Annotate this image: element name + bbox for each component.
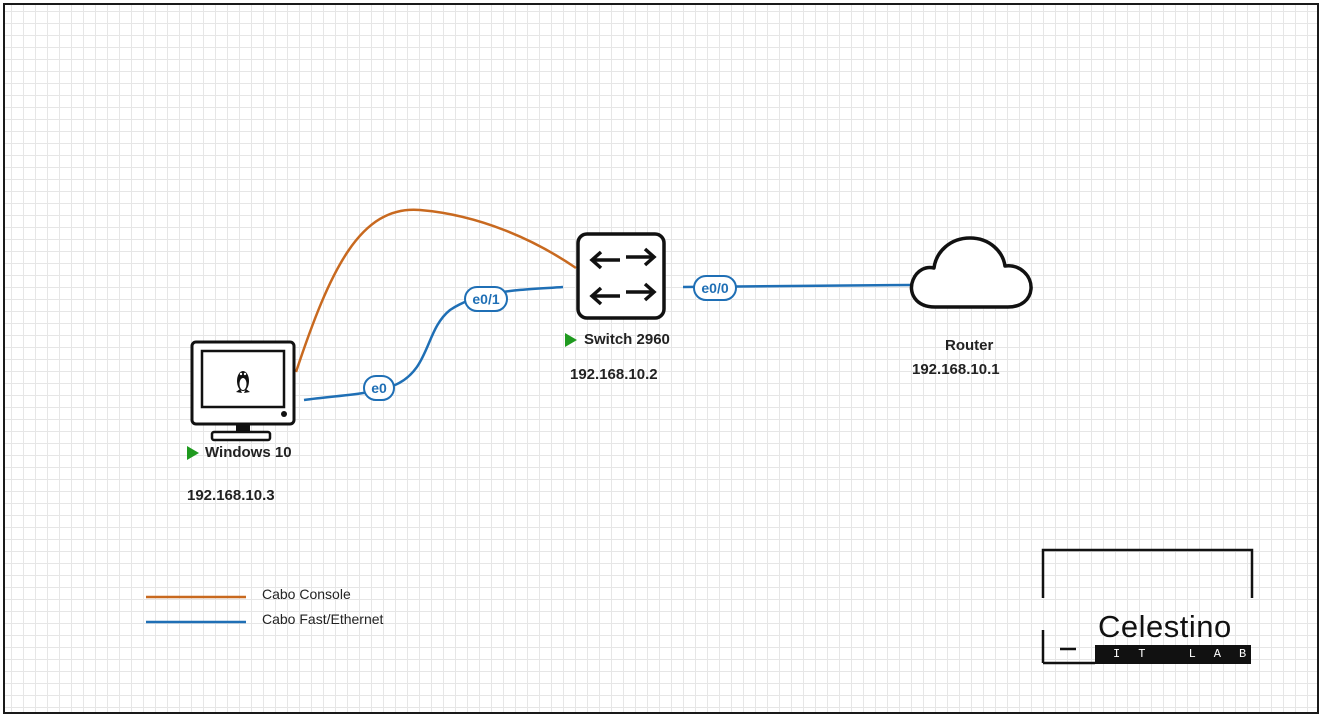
- logo-title: Celestino: [1098, 609, 1232, 644]
- linux-tux-icon: [236, 371, 250, 393]
- router-name: Router: [945, 337, 994, 354]
- port-label-e0-0[interactable]: e0/0: [693, 275, 737, 301]
- pc-name: Windows 10: [205, 444, 292, 461]
- pc-running-indicator: [187, 446, 199, 460]
- legend-console-label: Cabo Console: [262, 586, 351, 602]
- console-cable[interactable]: [294, 208, 577, 373]
- topology-canvas: [3, 3, 1319, 714]
- cloud-icon[interactable]: [909, 236, 1033, 309]
- logo-frame: [1041, 548, 1254, 665]
- port-label-e0-1-text: e0/1: [472, 291, 499, 307]
- switch-ip: 192.168.10.2: [570, 366, 658, 383]
- switch-arrows-icon[interactable]: [576, 232, 666, 320]
- switch-name: Switch 2960: [584, 331, 670, 348]
- ethernet-cable-pc-switch[interactable]: [303, 285, 564, 402]
- logo-bar: [1095, 645, 1251, 664]
- router-ip: 192.168.10.1: [912, 361, 1000, 378]
- pc-ip: 192.168.10.3: [187, 487, 275, 504]
- monitor-linux-icon[interactable]: [190, 340, 296, 442]
- port-label-e0[interactable]: e0: [363, 375, 395, 401]
- port-label-e0-1[interactable]: e0/1: [464, 286, 508, 312]
- switch-running-indicator: [565, 333, 577, 347]
- port-label-e0-0-text: e0/0: [701, 280, 728, 296]
- port-label-e0-text: e0: [371, 380, 387, 396]
- legend-ethernet-label: Cabo Fast/Ethernet: [262, 611, 384, 627]
- logo-subtitle: IT LAB: [1113, 647, 1265, 661]
